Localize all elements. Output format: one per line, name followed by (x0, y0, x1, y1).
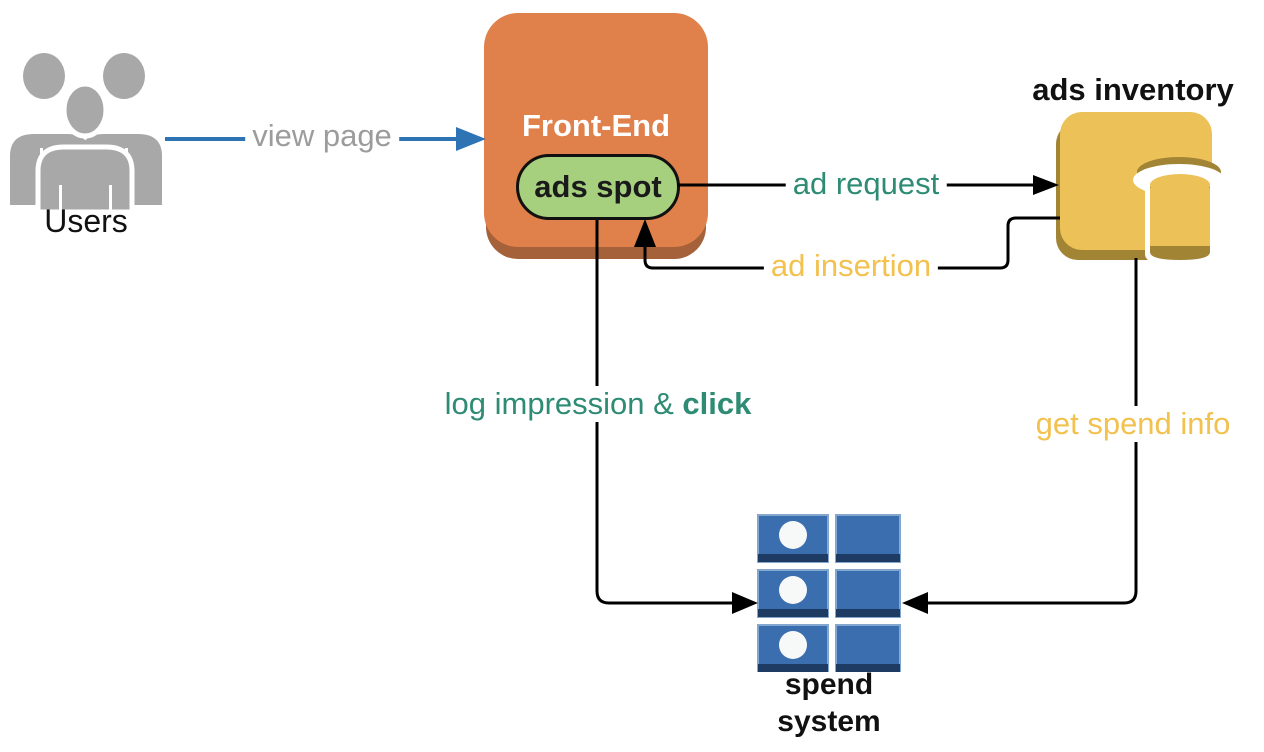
log-impression-label: log impression & click (437, 386, 759, 422)
front-end-title: Front-End (521, 108, 671, 143)
spend-system-label-line2: system (777, 705, 881, 738)
spend-system-label-line1: spend (784, 668, 874, 701)
edge-get-spend-info (902, 258, 1138, 614)
ad-request-label: ad request (785, 166, 947, 202)
ads-spot-node: ads spot (516, 154, 680, 220)
front-end-node: Front-End ads spot (484, 13, 708, 247)
log-impression-prefix: log impression & (444, 386, 683, 421)
ad-insertion-label: ad insertion (763, 248, 939, 284)
database-icon (1056, 112, 1224, 266)
get-spend-info-label: get spend info (1028, 406, 1238, 442)
edge-ad-insertion (634, 216, 1060, 270)
view-page-label: view page (245, 118, 399, 154)
ads-inventory-title: ads inventory (1032, 72, 1234, 107)
edge-log-impression (595, 220, 758, 614)
log-impression-click: click (682, 386, 752, 421)
server-grid-icon (757, 514, 901, 672)
users-icon (10, 53, 162, 214)
users-label: Users (44, 203, 128, 239)
